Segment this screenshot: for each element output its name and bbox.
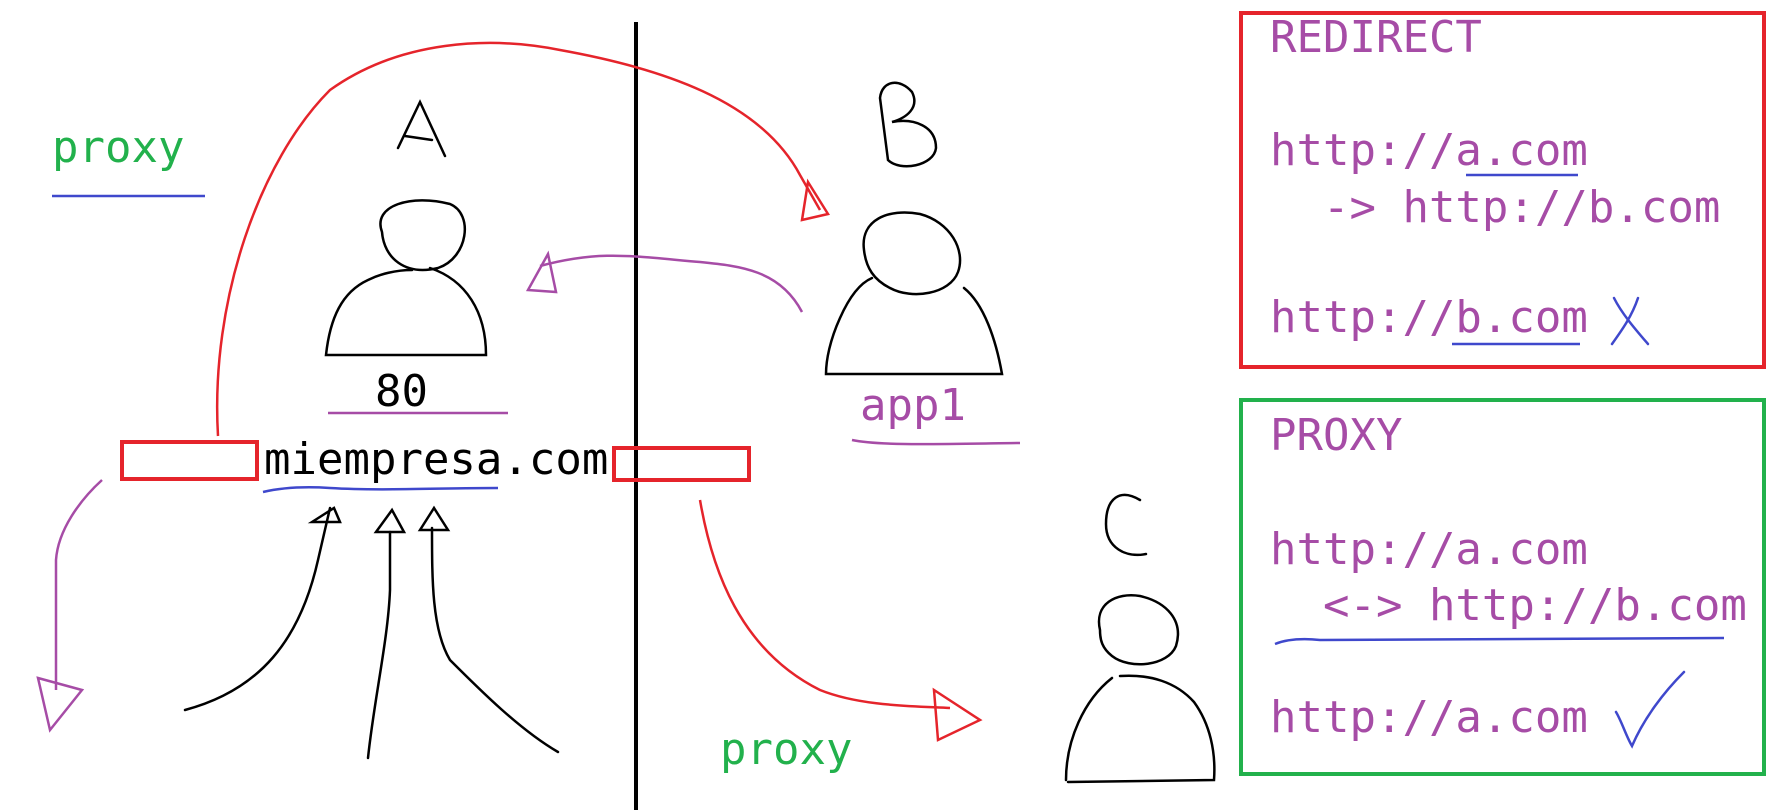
response-arrow-ba — [539, 254, 804, 313]
node-a-letter: A — [0, 0, 1, 1]
domain-label: miempresa.com — [264, 434, 608, 485]
redirect-line1: http://a.com — [1270, 125, 1588, 176]
proxy-panel: PROXY http://a.com <-> http://b.com http… — [1239, 398, 1766, 776]
proxy-line3: http://a.com — [1270, 692, 1588, 743]
proxy-arrow-c — [698, 499, 951, 710]
letter-c-glyph — [1104, 493, 1148, 557]
proxy-arrowhead — [932, 687, 983, 742]
proxy-line2: <-> http://b.com — [1270, 580, 1747, 631]
proxy-box-right — [612, 446, 751, 482]
person-icon — [1064, 594, 1216, 784]
redirect-line3: http://b.com — [1270, 292, 1588, 343]
purple-arrow-left — [54, 479, 103, 690]
letter-a-glyph — [396, 99, 447, 158]
cross-icon — [1610, 296, 1650, 346]
node-c: C — [0, 0, 1216, 784]
app-underline — [851, 438, 1021, 446]
proxy-panel-border — [1239, 398, 1766, 776]
redirect-arrow-ab — [215, 41, 822, 437]
proxy-label-bottom: proxy — [720, 724, 852, 775]
proxy-line1: http://a.com — [1270, 524, 1588, 575]
proxy-line2-underline — [1274, 636, 1725, 646]
proxy-label-left: proxy — [52, 122, 184, 173]
node-a: A 80 miempresa.com — [0, 0, 608, 494]
person-icon — [824, 211, 1004, 376]
node-c-letter: C — [0, 0, 1, 1]
app-label: app1 — [860, 380, 966, 431]
response-arrowhead — [525, 250, 558, 294]
redirect-arrowhead — [800, 178, 830, 222]
redirect-title: REDIRECT — [1270, 12, 1482, 63]
redirect-line2: -> http://b.com — [1270, 182, 1720, 233]
redirect-panel: REDIRECT http://a.com -> http://b.com ht… — [1239, 11, 1766, 369]
letter-b-glyph — [878, 81, 938, 168]
node-b-letter: B — [0, 0, 1, 1]
port-label: 80 — [375, 366, 428, 417]
proxy-title: PROXY — [1270, 410, 1402, 461]
person-icon — [324, 199, 488, 357]
redirect-panel-border — [1239, 11, 1766, 369]
purple-arrow-left-head — [36, 676, 85, 733]
check-icon — [1614, 670, 1686, 749]
incoming-arrows — [183, 505, 560, 760]
domain-underline — [262, 485, 499, 494]
node-b: B app1 — [0, 0, 1021, 446]
proxy-box-left — [120, 440, 259, 481]
